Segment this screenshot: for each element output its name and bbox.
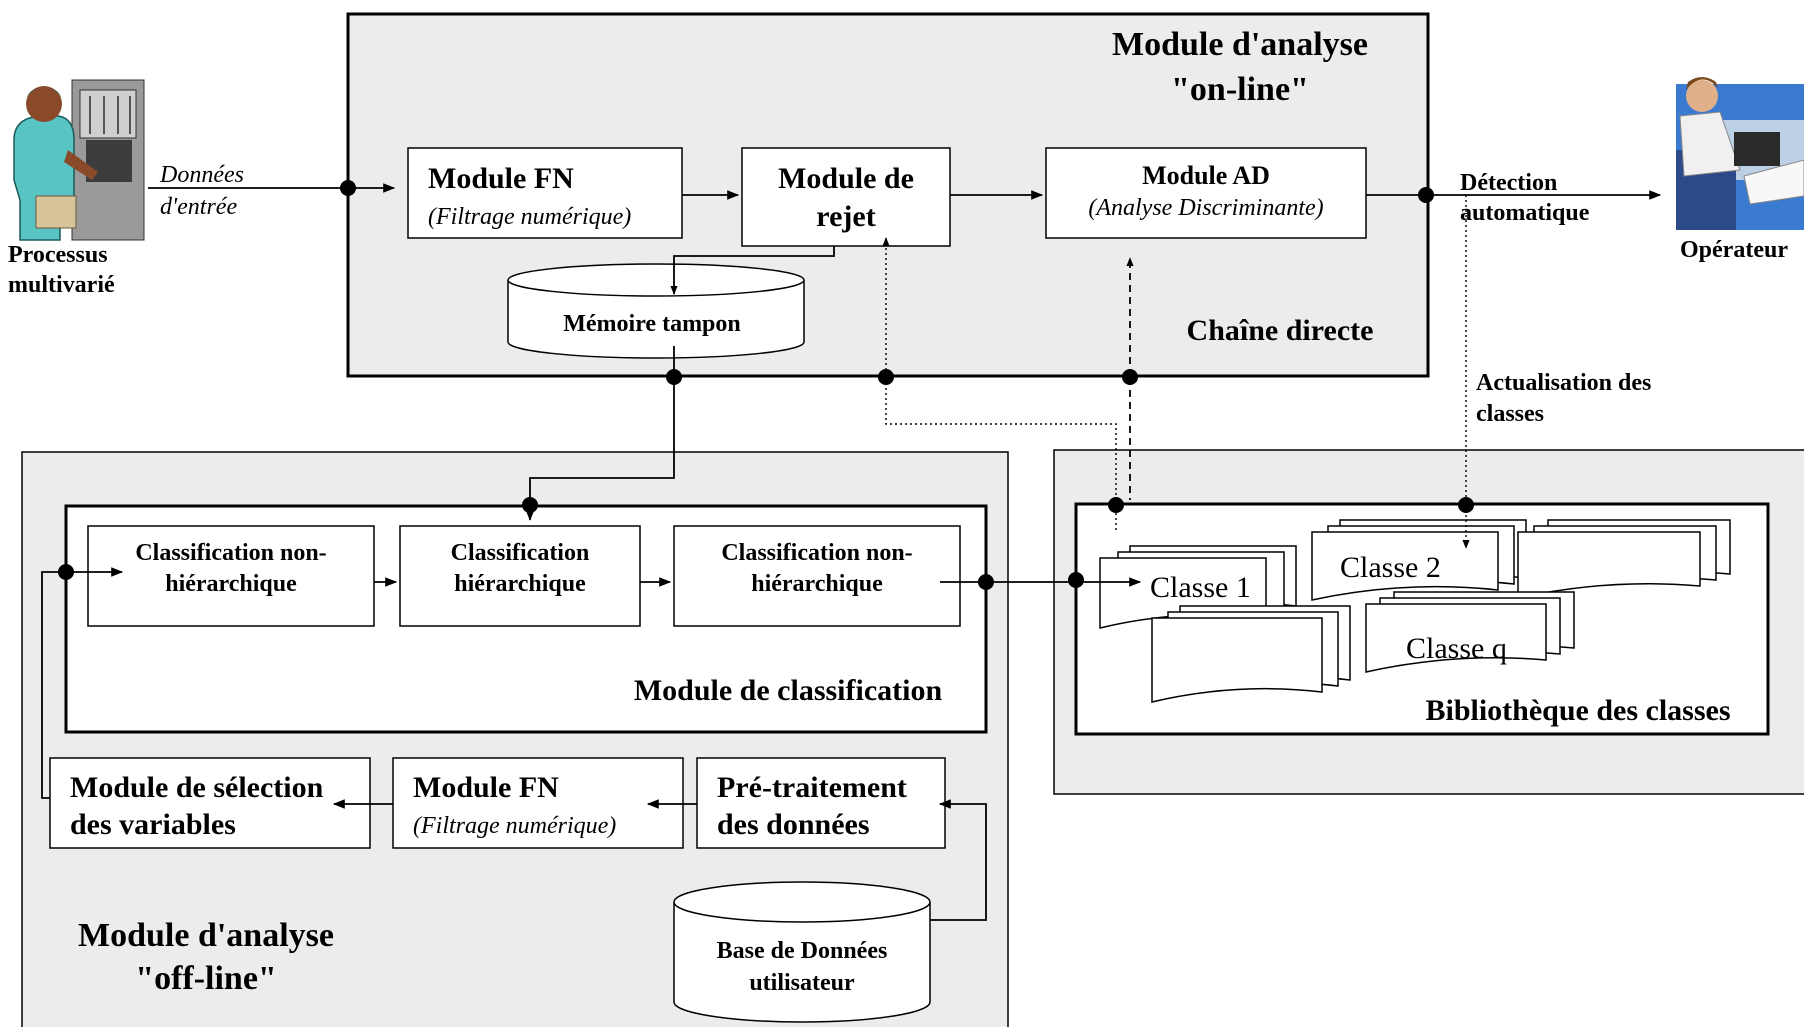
class-nonhier-1-line2: hiérarchique xyxy=(165,571,297,597)
chain-label: Chaîne directe xyxy=(1187,314,1374,347)
class-stack-4 xyxy=(1151,605,1351,703)
process-operator-icon xyxy=(13,79,145,241)
fn2-module-box xyxy=(392,757,684,849)
class-2-label: Classe 2 xyxy=(1340,551,1441,584)
class-nonhier-2-box xyxy=(673,525,961,627)
fn-module-title: Module FN xyxy=(428,162,574,195)
junction-dots xyxy=(58,180,1474,590)
pretraitement-box xyxy=(696,757,946,849)
fn-module-box xyxy=(407,147,683,239)
update-classes-line1: Actualisation des xyxy=(1476,370,1651,396)
class-nonhier-1-box xyxy=(87,525,375,627)
classification-module-label: Module de classification xyxy=(634,674,943,707)
class-stack-3 xyxy=(1517,519,1731,599)
fn2-module-subtitle: (Filtrage numérique) xyxy=(413,813,616,839)
online-title-line1: Module d'analyse xyxy=(1112,26,1368,63)
pretraitement-line1: Pré-traitement xyxy=(717,771,907,804)
pretraitement-line2: des données xyxy=(717,808,870,841)
class-q-label: Classe q xyxy=(1406,632,1507,665)
user-database: Base de Données utilisateur xyxy=(673,881,931,1023)
rejet-module-line2: rejet xyxy=(816,200,875,233)
operator-icon xyxy=(1676,77,1804,230)
class-nonhier-1-line1: Classification non- xyxy=(135,540,326,566)
detection-line2: automatique xyxy=(1460,200,1590,226)
operator-label: Opérateur xyxy=(1680,237,1788,263)
process-label-line2: multivarié xyxy=(8,272,115,298)
ad-module-subtitle: (Analyse Discriminante) xyxy=(1088,195,1323,221)
class-nonhier-2-line2: hiérarchique xyxy=(751,571,883,597)
selection-module-line2: des variables xyxy=(70,808,236,841)
class-stack-q: Classe q xyxy=(1365,591,1575,673)
database-line2: utilisateur xyxy=(749,970,855,996)
class-1-label: Classe 1 xyxy=(1150,571,1251,604)
detection-line1: Détection xyxy=(1460,170,1557,196)
fn2-module-title: Module FN xyxy=(413,771,559,804)
process-label-line1: Processus xyxy=(8,242,108,268)
buffer-memory-label: Mémoire tampon xyxy=(563,311,741,337)
class-hier-line1: Classification xyxy=(451,540,590,566)
class-hier-line2: hiérarchique xyxy=(454,571,586,597)
buffer-memory: Mémoire tampon xyxy=(507,263,805,359)
ad-module-title: Module AD xyxy=(1142,161,1270,190)
online-title-line2: "on-line" xyxy=(1171,71,1309,108)
offline-title-line1: Module d'analyse xyxy=(78,917,334,954)
input-data-line1: Données xyxy=(159,162,244,188)
library-label: Bibliothèque des classes xyxy=(1425,694,1730,727)
selection-module-line1: Module de sélection xyxy=(70,771,324,804)
ad-module-box xyxy=(1045,147,1367,239)
class-hier-box xyxy=(399,525,641,627)
class-nonhier-2-line1: Classification non- xyxy=(721,540,912,566)
fn-module-subtitle: (Filtrage numérique) xyxy=(428,204,631,230)
selection-module-box xyxy=(49,757,371,849)
database-line1: Base de Données xyxy=(717,938,888,964)
input-data-line2: d'entrée xyxy=(160,194,237,220)
rejet-module-line1: Module de xyxy=(778,162,914,195)
rejet-module-box xyxy=(741,147,951,247)
update-classes-line2: classes xyxy=(1476,401,1544,427)
offline-title-line2: "off-line" xyxy=(135,960,277,997)
